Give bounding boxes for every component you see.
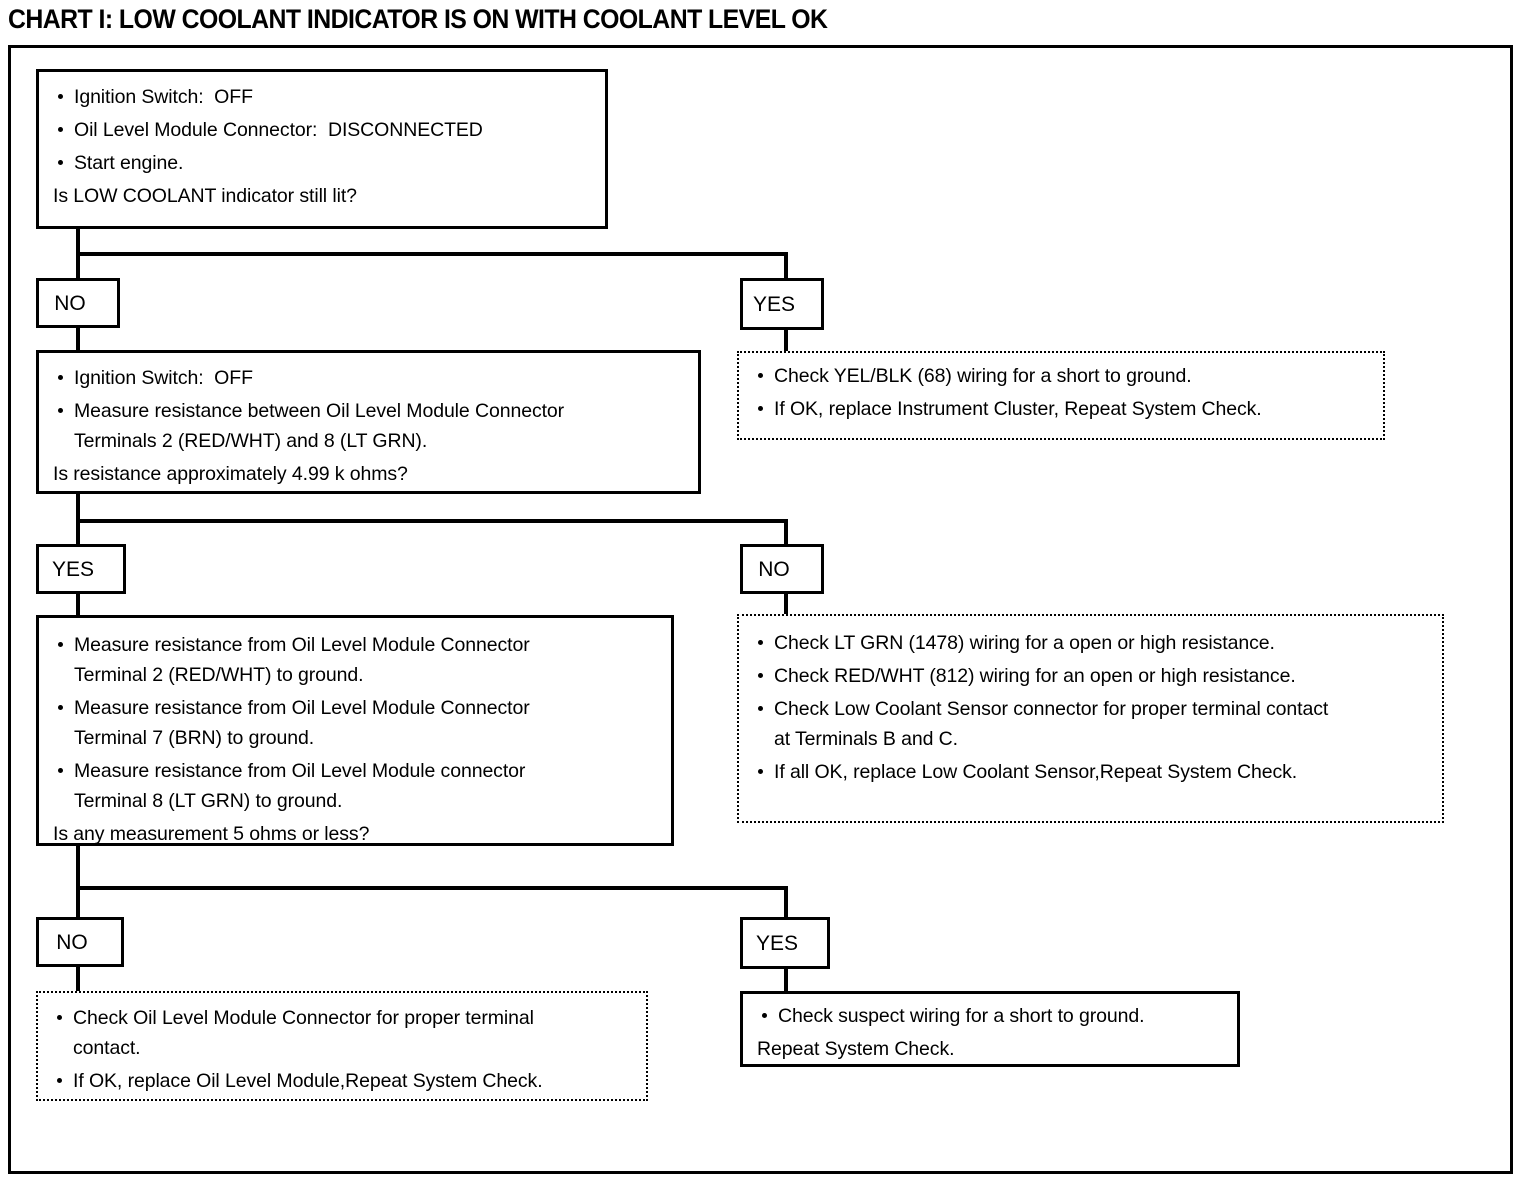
node-result-yes-3-bullets: Check suspect wiring for a short to grou… [757, 1001, 1233, 1031]
node-result-no-3-bullets: Check Oil Level Module Connector for pro… [52, 1003, 642, 1096]
list-item: If OK, replace Oil Level Module,Repeat S… [52, 1066, 642, 1096]
connector-step3-stub [76, 846, 80, 918]
list-item: If all OK, replace Low Coolant Sensor,Re… [753, 757, 1453, 787]
list-item: Check RED/WHT (812) wiring for an open o… [753, 661, 1453, 691]
node-result-no-2: Check LT GRN (1478) wiring for a open or… [737, 614, 1444, 823]
branch-label-no-2: NO [740, 544, 824, 594]
connector-no2-to-result [784, 594, 788, 615]
connector-row3-bus [76, 886, 788, 890]
node-start-question: Is LOW COOLANT indicator still lit? [53, 185, 357, 207]
node-result-yes-3: Check suspect wiring for a short to grou… [740, 991, 1240, 1067]
connector-yes3-to-result [784, 969, 788, 992]
list-item: Measure resistance from Oil Level Module… [53, 756, 667, 816]
node-start: Ignition Switch: OFF Oil Level Module Co… [36, 69, 608, 229]
chart-outer-frame [8, 45, 1513, 1174]
branch-label-no-1: NO [36, 278, 120, 328]
list-item: Measure resistance from Oil Level Module… [53, 693, 667, 753]
connector-row1-right-drop [784, 252, 788, 281]
list-item: Ignition Switch: OFF [53, 82, 601, 112]
branch-label-yes-2: YES [36, 544, 126, 594]
node-step3-question: Is any measurement 5 ohms or less? [53, 823, 370, 845]
connector-yes2-to-step3 [76, 594, 80, 616]
connector-row2-bus [76, 519, 788, 523]
connector-row1-bus [76, 252, 788, 256]
connector-no3-to-result [76, 967, 80, 992]
branch-label-yes-1: YES [740, 278, 824, 330]
node-start-bullets: Ignition Switch: OFF Oil Level Module Co… [53, 82, 601, 178]
list-item: Oil Level Module Connector: DISCONNECTED [53, 115, 601, 145]
connector-row2-right-drop [784, 519, 788, 546]
node-step2-question: Is resistance approximately 4.99 k ohms? [53, 463, 408, 485]
list-item: If OK, replace Instrument Cluster, Repea… [753, 394, 1379, 424]
list-item: Check LT GRN (1478) wiring for a open or… [753, 628, 1453, 658]
connector-yes1-to-result [784, 330, 788, 352]
list-item: Check Low Coolant Sensor connector for p… [753, 694, 1453, 754]
page-title: CHART I: LOW COOLANT INDICATOR IS ON WIT… [8, 4, 828, 34]
list-item: Measure resistance from Oil Level Module… [53, 630, 667, 690]
node-result-no-3: Check Oil Level Module Connector for pro… [36, 991, 648, 1101]
node-result-yes-3-trailing: Repeat System Check. [757, 1038, 955, 1060]
list-item: Start engine. [53, 148, 601, 178]
node-step3: Measure resistance from Oil Level Module… [36, 615, 674, 846]
node-step2-bullets: Ignition Switch: OFF Measure resistance … [53, 363, 694, 456]
list-item: Check Oil Level Module Connector for pro… [52, 1003, 642, 1063]
node-result-yes-1: Check YEL/BLK (68) wiring for a short to… [737, 351, 1385, 440]
branch-label-yes-3: YES [740, 917, 830, 969]
list-item: Measure resistance between Oil Level Mod… [53, 396, 694, 456]
list-item: Check YEL/BLK (68) wiring for a short to… [753, 361, 1379, 391]
node-step3-bullets: Measure resistance from Oil Level Module… [53, 630, 667, 816]
node-step2: Ignition Switch: OFF Measure resistance … [36, 350, 701, 494]
node-result-yes-1-bullets: Check YEL/BLK (68) wiring for a short to… [753, 361, 1379, 424]
node-result-no-2-bullets: Check LT GRN (1478) wiring for a open or… [753, 628, 1453, 787]
branch-label-no-3: NO [36, 917, 124, 967]
connector-row3-right-drop [784, 886, 788, 917]
list-item: Ignition Switch: OFF [53, 363, 694, 393]
connector-no1-to-step2 [76, 328, 80, 351]
list-item: Check suspect wiring for a short to grou… [757, 1001, 1233, 1031]
